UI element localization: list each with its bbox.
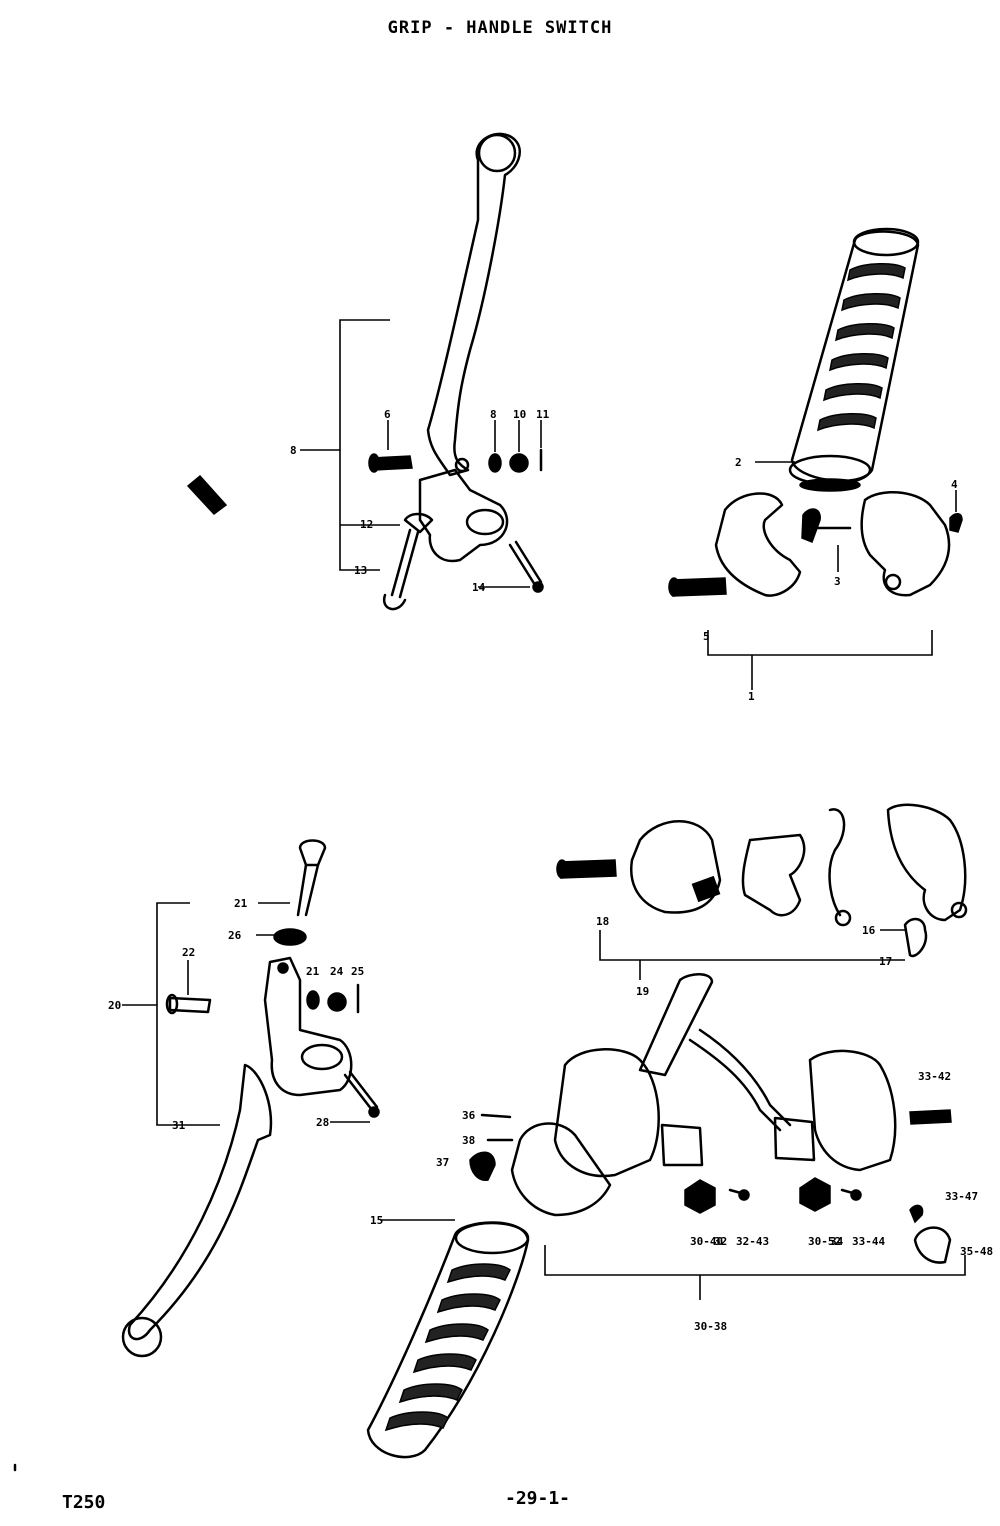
svg-text:33-42: 33-42 [918,1070,951,1083]
svg-text:6: 6 [384,408,391,421]
svg-text:8: 8 [290,444,297,457]
svg-text:32: 32 [714,1235,727,1248]
svg-text:33-44: 33-44 [852,1235,885,1248]
svg-text:37: 37 [436,1156,449,1169]
lower-lever-assembly: 20 22 21 26 21 24 25 31 28 [108,839,380,1358]
upper-lever-blade [426,132,521,477]
svg-text:13: 13 [354,564,367,577]
svg-text:2: 2 [735,456,742,469]
svg-text:32-43: 32-43 [736,1235,769,1248]
switch-knob-2 [799,1177,831,1212]
svg-text:1: 1 [748,690,755,703]
switch-knob-1 [684,1179,716,1214]
svg-text:30-40: 30-40 [690,1235,723,1248]
svg-text:31: 31 [172,1119,186,1132]
upper-throttle-grip: 2 3 4 5 1 [668,227,963,703]
svg-text:38: 38 [462,1134,475,1147]
svg-text:15: 15 [370,1214,383,1227]
svg-text:12: 12 [360,518,373,531]
throttle-housing-lower [714,492,802,597]
svg-text:22: 22 [182,946,195,959]
svg-text:26: 26 [228,929,242,942]
rubber-boot [186,474,228,516]
lower-lever-blade [127,1063,273,1341]
lower-holder-bore [300,1043,344,1071]
svg-text:11: 11 [536,408,550,421]
svg-text:17: 17 [879,955,892,968]
upper-left-bracket [339,319,390,571]
throttle-grip-ribs [816,263,906,432]
switch-lever-part [741,833,806,917]
upper-lever-holder [418,468,509,563]
svg-text:36: 36 [462,1109,476,1122]
upper-lever-ball-end [477,133,517,173]
svg-text:19: 19 [636,985,649,998]
svg-text:35-48: 35-48 [960,1245,993,1258]
svg-text:14: 14 [472,581,486,594]
svg-text:28: 28 [316,1116,329,1129]
switch-wires [688,1038,782,1132]
switch-cable-tube [638,973,714,1077]
svg-text:30-52: 30-52 [808,1235,841,1248]
switch-lower-half [808,1049,897,1172]
switch-housing-upper-half [630,820,722,914]
svg-text:21: 21 [306,965,320,978]
svg-text:18: 18 [596,915,609,928]
svg-text:25: 25 [351,965,364,978]
svg-text:16: 16 [862,924,876,937]
svg-text:10: 10 [513,408,526,421]
throttle-screw-long [671,577,727,597]
switch-connector-left [660,1123,704,1167]
upper-screw [508,543,537,587]
model-code: T250 [62,1492,106,1513]
switch-upper-bracket [599,930,905,961]
svg-text:21: 21 [234,897,248,910]
handle-switch-assembly: 18 19 16 17 36 38 37 15 33-42 33-47 35-4… [366,803,993,1459]
lower-nut [306,990,320,1010]
switch-connector-right [773,1116,816,1162]
upper-holder-bore [465,508,505,536]
svg-text:30-38: 30-38 [694,1320,727,1333]
upper-nut [488,453,502,473]
switch-clamp-half [886,803,967,922]
throttle-grip-body [790,230,920,483]
svg-text:5: 5 [703,630,710,643]
lower-pivot-bolt [168,996,212,1014]
svg-text:20: 20 [108,999,121,1012]
upper-pivot-hole [454,457,470,473]
left-grip-end [454,1221,530,1255]
switch-main-housing [553,1048,660,1178]
page-number: -29-1- [505,1488,571,1509]
upper-right-bracket [707,630,933,656]
upper-adjuster [403,512,434,534]
lower-lever-holder [263,956,353,1097]
lower-washer-2 [327,992,347,1012]
page-title: GRIP - HANDLE SWITCH [387,18,613,38]
lower-mount-screw [298,839,327,867]
throttle-housing-upper [860,490,951,597]
left-grip-ribs [384,1263,511,1432]
svg-text:3: 3 [834,575,841,588]
throttle-grip-end [852,227,920,257]
svg-text:34: 34 [830,1235,844,1248]
lower-left-bracket [156,902,220,1126]
upper-washer [509,453,529,473]
lower-lever-ball-end [121,1316,163,1358]
lower-washer [273,928,307,946]
switch-screw [559,859,617,879]
switch-lower-bracket [544,1245,966,1276]
svg-text:4: 4 [951,478,958,491]
svg-text:24: 24 [330,965,344,978]
svg-text:33-47: 33-47 [945,1190,978,1203]
upper-lever-assembly: 8 6 8 10 11 12 13 14 [290,132,550,611]
svg-text:8: 8 [490,408,497,421]
